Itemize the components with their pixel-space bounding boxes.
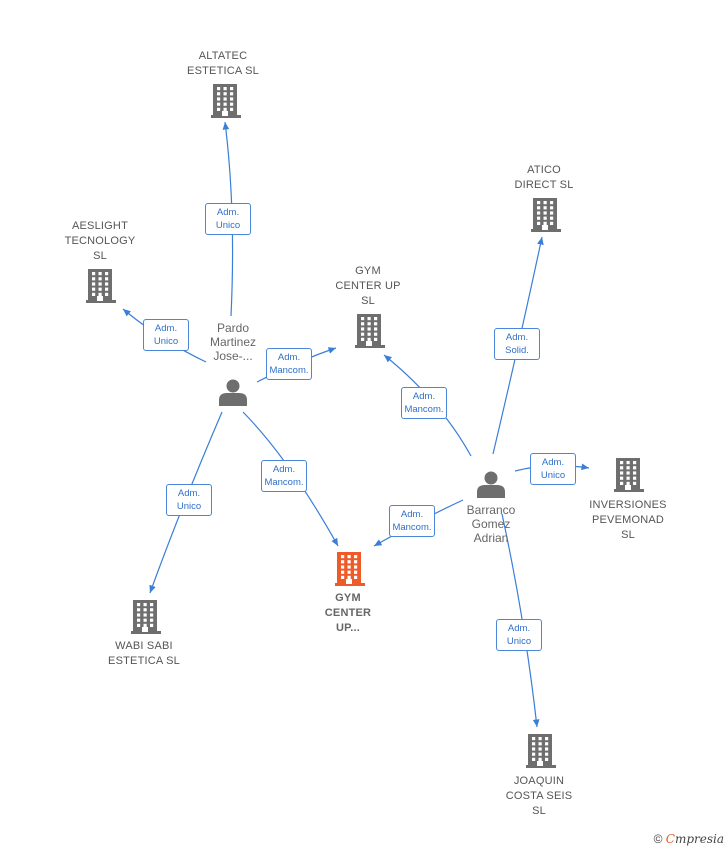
company-label-line: DIRECT SL <box>514 179 574 191</box>
company-label-line: SL <box>93 250 107 262</box>
company-label-line: ALTATEC <box>198 50 248 62</box>
person-label-line: Gomez <box>471 517 511 531</box>
person-label-line: Martinez <box>209 335 256 349</box>
company-label-line: ESTETICA SL <box>187 65 259 77</box>
edge-label-line: Mancom. <box>404 404 444 415</box>
edge-label-line: Adm. <box>541 457 565 468</box>
person-label-line: Pardo <box>216 321 250 335</box>
company-label-line: SL <box>532 805 546 817</box>
edge-label-line: Adm. <box>216 207 240 218</box>
edge-label-pardo-gym-sl[interactable]: Adm. Mancom. <box>266 348 312 380</box>
edge-label-line: Adm. <box>505 332 529 343</box>
company-label-line: WABI SABI <box>115 640 173 652</box>
building-icon-altatec[interactable] <box>211 84 241 118</box>
edge-label-barranco-atico[interactable]: Adm. Solid. <box>494 328 540 360</box>
person-icon-barranco[interactable] <box>477 471 505 499</box>
company-label-line: ATICO <box>527 164 561 176</box>
edge-label-line: Solid. <box>505 345 529 356</box>
building-icon-inversiones[interactable] <box>614 458 644 492</box>
company-label-joaquin[interactable]: JOAQUIN COSTA SEIS SL <box>479 774 599 819</box>
company-label-line: COSTA SEIS <box>505 790 573 802</box>
company-label-line: SL <box>361 295 375 307</box>
building-icon-joaquin[interactable] <box>526 734 556 768</box>
edge-label-line: Unico <box>176 501 202 512</box>
company-label-line: GYM <box>335 592 361 604</box>
edge-label-pardo-wabi[interactable]: Adm. Unico <box>166 484 212 516</box>
company-label-line: CENTER UP <box>335 280 401 292</box>
company-label-line: CENTER <box>324 607 372 619</box>
company-label-altatec[interactable]: ALTATEC ESTETICA SL <box>163 49 283 79</box>
building-icon-atico[interactable] <box>531 198 561 232</box>
company-label-aeslight[interactable]: AESLIGHT TECNOLOGY SL <box>40 219 160 264</box>
copyright-symbol: © <box>653 832 663 846</box>
brand-initial: C <box>665 832 675 846</box>
person-icon-pardo[interactable] <box>219 379 247 407</box>
company-label-atico[interactable]: ATICO DIRECT SL <box>484 163 604 193</box>
company-label-line: TECNOLOGY <box>64 235 136 247</box>
company-label-inversiones[interactable]: INVERSIONES PEVEMONAD SL <box>568 498 688 543</box>
edge-label-line: Adm. <box>412 391 436 402</box>
building-icon-aeslight[interactable] <box>86 269 116 303</box>
company-label-line: INVERSIONES <box>589 499 667 511</box>
edge-label-pardo-gym-main[interactable]: Adm. Mancom. <box>261 460 307 492</box>
building-icon-gym-main[interactable] <box>335 552 365 586</box>
company-label-line: GYM <box>355 265 381 277</box>
company-label-line: PEVEMONAD <box>591 514 665 526</box>
edge-label-line: Unico <box>153 336 179 347</box>
edge-label-line: Adm. <box>277 352 301 363</box>
edge-label-pardo-aeslight[interactable]: Adm. Unico <box>143 319 189 351</box>
company-label-line: UP... <box>335 622 361 634</box>
edge-label-barranco-joaquin[interactable]: Adm. Unico <box>496 619 542 651</box>
building-icon-wabi[interactable] <box>131 600 161 634</box>
edge-label-line: Unico <box>215 220 241 231</box>
edge-label-barranco-gym-main[interactable]: Adm. Mancom. <box>389 505 435 537</box>
edge-label-line: Adm. <box>272 464 296 475</box>
nodes-layer <box>86 84 644 768</box>
edge-label-line: Mancom. <box>264 477 304 488</box>
edge-label-pardo-altatec[interactable]: Adm. Unico <box>205 203 251 235</box>
edge-label-line: Adm. <box>154 323 178 334</box>
footer-brand: © Cmpresia <box>654 832 724 846</box>
edge-label-line: Mancom. <box>269 365 309 376</box>
company-label-wabi[interactable]: WABI SABI ESTETICA SL <box>84 639 204 669</box>
person-label-line: Jose-... <box>213 349 253 363</box>
company-label-line: SL <box>621 529 635 541</box>
edge-label-line: Adm. <box>400 509 424 520</box>
edge-label-barranco-gym-sl[interactable]: Adm. Mancom. <box>401 387 447 419</box>
company-label-line: ESTETICA SL <box>108 655 180 667</box>
edge-label-line: Unico <box>506 636 532 647</box>
company-label-gym-main[interactable]: GYM CENTER UP... <box>288 591 408 636</box>
company-label-line: JOAQUIN <box>513 775 565 787</box>
person-label-line: Barranco <box>466 503 516 517</box>
brand-name: mpresia <box>674 832 724 846</box>
edge-label-line: Unico <box>540 470 566 481</box>
edge-label-line: Adm. <box>507 623 531 634</box>
company-label-gym-sl[interactable]: GYM CENTER UP SL <box>308 264 428 309</box>
company-label-line: AESLIGHT <box>71 220 128 232</box>
person-label-line: Adrian <box>473 531 509 545</box>
edge-label-barranco-inversiones[interactable]: Adm. Unico <box>530 453 576 485</box>
edge-label-line: Mancom. <box>392 522 432 533</box>
edge-label-line: Adm. <box>177 488 201 499</box>
building-icon-gym-sl[interactable] <box>355 314 385 348</box>
